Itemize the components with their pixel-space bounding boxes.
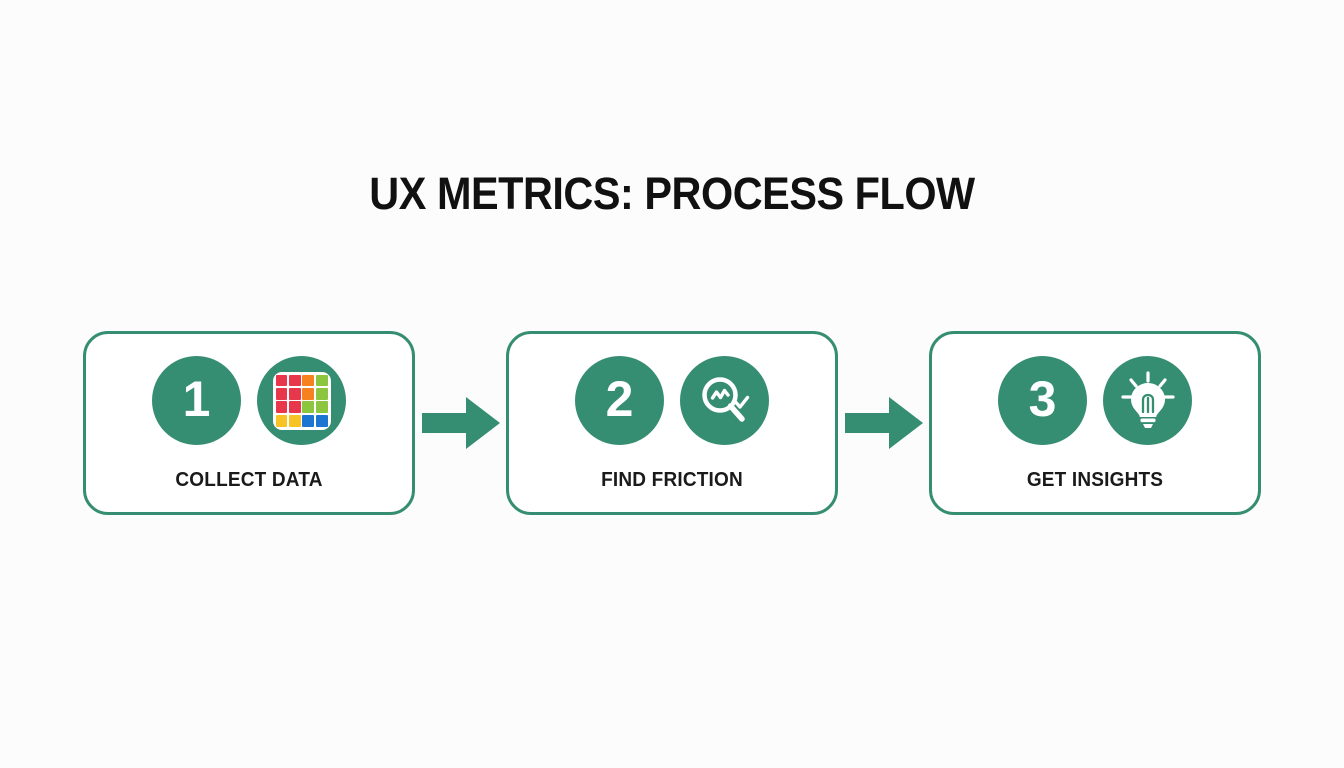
heatmap-cell	[315, 401, 328, 414]
step-card-3[interactable]: 3 GET INSIGHTS	[929, 331, 1261, 515]
heatmap-cell	[315, 414, 328, 427]
heatmap-cell	[275, 387, 288, 400]
step-card-2[interactable]: 2 FIND FRICTION	[506, 331, 838, 515]
step-label-2: FIND FRICTION	[601, 469, 743, 491]
step-card-1[interactable]: 1 COLLECT DATA	[83, 331, 415, 515]
page-title: UX METRICS: PROCESS FLOW	[369, 168, 975, 219]
arrow-right-icon	[844, 397, 923, 449]
connector-2	[844, 395, 923, 451]
step-2-icon-group: 2	[509, 356, 835, 445]
step-3-icon-group: 3	[932, 356, 1258, 445]
arrow-right-icon	[421, 397, 500, 449]
step-label-3: GET INSIGHTS	[1026, 469, 1164, 491]
step-3-icon-circle	[1103, 356, 1192, 445]
heatmap-grid-icon	[272, 371, 331, 430]
process-flow-row: 1 COLLECT DATA 2 FIND FRICTION	[83, 331, 1261, 515]
step-number-badge-2: 2	[575, 356, 664, 445]
connector-1	[421, 395, 500, 451]
step-label-1: COLLECT DATA	[175, 469, 323, 491]
step-number-badge-3: 3	[998, 356, 1087, 445]
heatmap-cell	[315, 374, 328, 387]
heatmap-cell	[288, 414, 301, 427]
step-2-icon-circle	[680, 356, 769, 445]
lightbulb-idea-icon	[1120, 370, 1175, 428]
heatmap-cell	[275, 401, 288, 414]
heatmap-cell	[288, 387, 301, 400]
heatmap-cell	[275, 414, 288, 427]
heatmap-cell	[315, 387, 328, 400]
magnifier-analytics-check-icon	[701, 376, 749, 422]
heatmap-cell	[288, 374, 301, 387]
heatmap-cell	[302, 387, 315, 400]
heatmap-cell	[288, 401, 301, 414]
step-1-icon-circle	[257, 356, 346, 445]
step-number-badge-1: 1	[152, 356, 241, 445]
step-1-icon-group: 1	[86, 356, 412, 445]
heatmap-cell	[302, 414, 315, 427]
heatmap-cell	[302, 401, 315, 414]
heatmap-cell	[275, 374, 288, 387]
heatmap-cell	[302, 374, 315, 387]
